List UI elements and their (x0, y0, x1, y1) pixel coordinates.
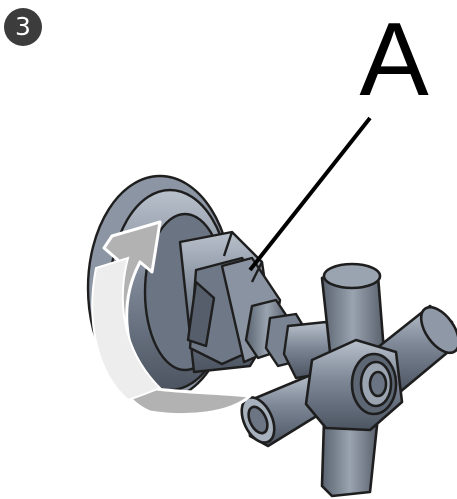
valve-connector (180, 232, 338, 378)
callout-leader-line (250, 118, 370, 270)
